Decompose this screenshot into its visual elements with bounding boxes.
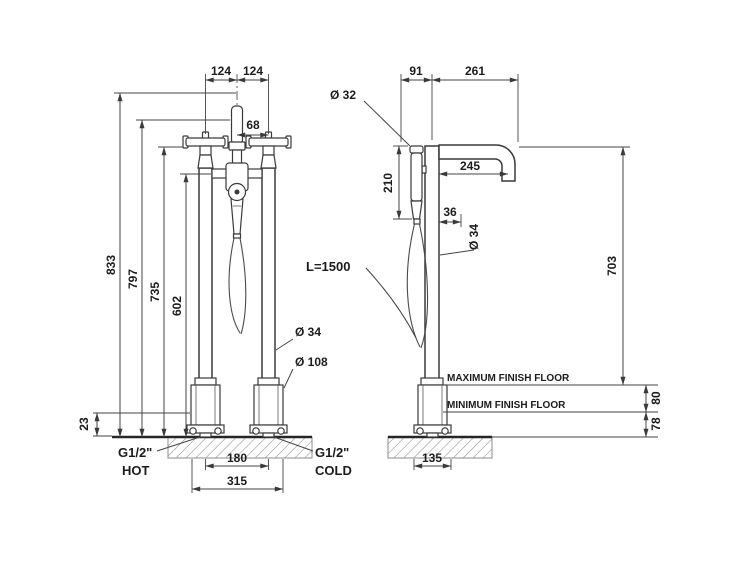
dim-78-label: 78 <box>649 417 663 431</box>
dim-91-label: 91 <box>409 64 423 78</box>
front-center-unit <box>211 74 263 335</box>
front-right-pipe <box>261 167 276 386</box>
handshower-front <box>230 198 244 235</box>
dim-36: 36 <box>438 205 462 227</box>
dim-68: 68 <box>236 118 269 138</box>
dim-315: 315 <box>191 459 284 493</box>
side-floor <box>387 435 658 459</box>
dim-735-label: 735 <box>148 282 162 302</box>
dia-34-side: Ø 34 <box>439 224 481 256</box>
dim-180: 180 <box>205 451 269 470</box>
dia-32: Ø 32 <box>330 88 411 147</box>
dim-315-label: 315 <box>227 474 247 488</box>
hose-length: L=1500 <box>306 259 417 339</box>
dim-797: 797 <box>126 119 230 438</box>
dim-210-label: 210 <box>381 173 395 193</box>
cold-connection: G1/2" COLD <box>273 436 352 478</box>
dia-34-side-label: Ø 34 <box>467 224 481 250</box>
dim-23-label: 23 <box>77 417 91 431</box>
front-right-handle <box>245 131 292 169</box>
dim-833-label: 833 <box>104 255 118 275</box>
front-floor <box>112 435 313 459</box>
bolt-icon <box>441 427 449 435</box>
dia-108: Ø 108 <box>283 355 328 389</box>
side-base <box>413 377 452 438</box>
bolt-icon <box>214 427 222 435</box>
front-left-handle <box>182 131 229 169</box>
side-pipe <box>424 145 440 386</box>
dia-34-front-label: Ø 34 <box>295 325 321 339</box>
dim-135-label: 135 <box>422 451 442 465</box>
dia-34-front: Ø 34 <box>275 325 321 351</box>
dim-80-78: 80 78 <box>643 384 663 438</box>
side-fixture <box>406 144 516 438</box>
dim-833: 833 <box>104 92 236 438</box>
hot-label: HOT <box>122 463 150 478</box>
dim-36-label: 36 <box>443 205 457 219</box>
dim-68-label: 68 <box>246 118 260 132</box>
hose-loop-front <box>228 237 241 334</box>
hot-inlet-stub <box>199 432 212 438</box>
side-dimensions: 91 261 Ø 32 210 245 36 <box>306 64 663 470</box>
dim-124-right-label: 124 <box>243 64 263 78</box>
dia-108-label: Ø 108 <box>295 355 328 369</box>
dim-124-left-label: 124 <box>211 64 231 78</box>
hot-thread-label: G1/2" <box>118 445 152 460</box>
dim-245-label: 245 <box>460 159 480 173</box>
dim-180-label: 180 <box>227 451 247 465</box>
front-left-pipe <box>198 167 213 386</box>
dim-23: 23 <box>77 412 190 437</box>
side-view: 91 261 Ø 32 210 245 36 <box>306 64 663 470</box>
bolt-icon <box>252 427 260 435</box>
front-dimensions: 124 124 68 833 797 735 <box>77 64 352 493</box>
cold-label: COLD <box>315 463 352 478</box>
dim-80-label: 80 <box>649 391 663 405</box>
hose-length-label: L=1500 <box>306 259 350 274</box>
spout <box>438 144 516 182</box>
dim-top-124-124: 124 124 <box>205 64 269 134</box>
bolt-icon <box>416 427 424 435</box>
handshower-body <box>410 152 423 202</box>
max-finish-floor-label: MAXIMUM FINISH FLOOR <box>447 373 570 384</box>
dim-703: 703 <box>519 146 630 386</box>
dim-602: 602 <box>170 173 211 438</box>
dim-210: 210 <box>381 145 412 220</box>
dim-703-label: 703 <box>605 256 619 276</box>
bolt-icon <box>189 427 197 435</box>
dia-32-label: Ø 32 <box>330 88 356 102</box>
dim-245: 245 <box>438 159 509 177</box>
diverter-handle <box>230 105 244 145</box>
front-right-base <box>249 377 288 438</box>
dim-602-label: 602 <box>170 296 184 316</box>
floor-level-labels: MAXIMUM FINISH FLOOR MINIMUM FINISH FLOO… <box>443 373 658 413</box>
dim-735: 735 <box>148 146 183 438</box>
dim-135: 135 <box>413 451 452 470</box>
bolt-icon <box>277 427 285 435</box>
dim-91-261: 91 261 <box>400 64 519 142</box>
hose-loop-side <box>406 223 421 348</box>
dim-797-label: 797 <box>126 269 140 289</box>
min-finish-floor-label: MINIMUM FINISH FLOOR <box>447 400 566 411</box>
hot-connection: G1/2" HOT <box>118 436 201 478</box>
front-view: 124 124 68 833 797 735 <box>77 64 352 493</box>
cold-thread-label: G1/2" <box>315 445 349 460</box>
cold-inlet-stub <box>262 432 275 438</box>
front-left-base <box>186 377 225 438</box>
dim-261-label: 261 <box>465 64 485 78</box>
front-fixture <box>182 74 292 438</box>
